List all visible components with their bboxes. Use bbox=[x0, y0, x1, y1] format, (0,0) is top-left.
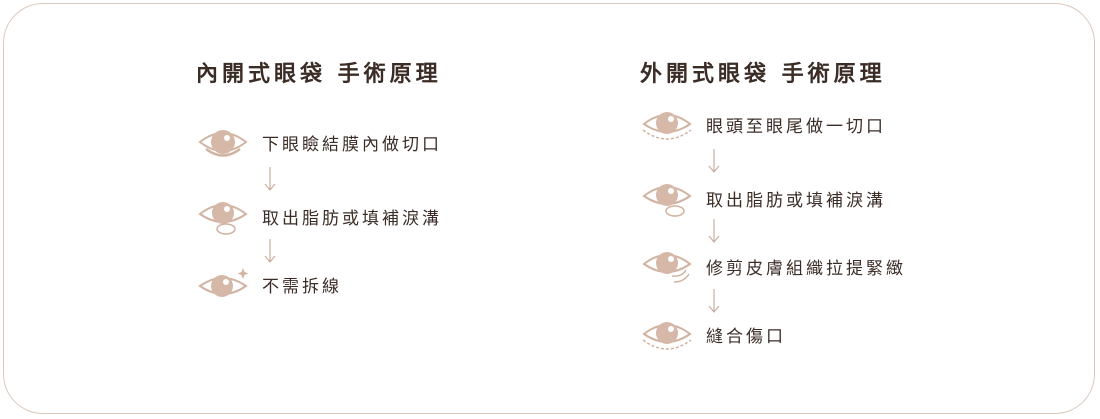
outer-step-4-label: 縫合傷口 bbox=[706, 326, 786, 347]
outer-step-1: 眼頭至眼尾做一切口 bbox=[640, 104, 886, 144]
eye-fat-removal-icon bbox=[642, 184, 692, 217]
inner-step-1: 下眼瞼結膜內做切口 bbox=[196, 122, 442, 162]
arrow-down-icon bbox=[708, 149, 720, 173]
inner-step-2: 取出脂肪或填補淚溝 bbox=[196, 196, 442, 236]
content-frame bbox=[3, 3, 1095, 414]
arrow-down-icon bbox=[264, 167, 276, 191]
outer-step-1-label: 眼頭至眼尾做一切口 bbox=[706, 116, 886, 137]
eye-dashed-incision-icon bbox=[642, 322, 692, 350]
inner-step-3: 不需拆線 bbox=[196, 264, 342, 304]
eye-lower-incision-icon bbox=[198, 130, 248, 157]
outer-step-2: 取出脂肪或填補淚溝 bbox=[640, 178, 886, 218]
outer-step-4: 縫合傷口 bbox=[640, 314, 786, 354]
arrow-down-icon bbox=[264, 239, 276, 263]
inner-approach-title: 內開式眼袋 手術原理 bbox=[196, 62, 442, 87]
outer-approach-title: 外開式眼袋 手術原理 bbox=[640, 62, 886, 87]
eye-dashed-incision-icon bbox=[642, 112, 692, 140]
outer-step-2-label: 取出脂肪或填補淚溝 bbox=[706, 190, 886, 211]
outer-step-3-label: 修剪皮膚組織拉提緊緻 bbox=[706, 258, 906, 279]
outer-step-3: 修剪皮膚組織拉提緊緻 bbox=[640, 246, 906, 286]
inner-step-2-label: 取出脂肪或填補淚溝 bbox=[262, 208, 442, 229]
arrow-down-icon bbox=[708, 219, 720, 243]
inner-step-3-label: 不需拆線 bbox=[262, 276, 342, 297]
arrow-down-icon bbox=[708, 289, 720, 313]
inner-step-1-label: 下眼瞼結膜內做切口 bbox=[262, 134, 442, 155]
eye-fat-removal-icon bbox=[198, 202, 248, 235]
eye-skin-trim-icon bbox=[642, 252, 692, 283]
eye-sparkle-icon bbox=[198, 268, 249, 297]
